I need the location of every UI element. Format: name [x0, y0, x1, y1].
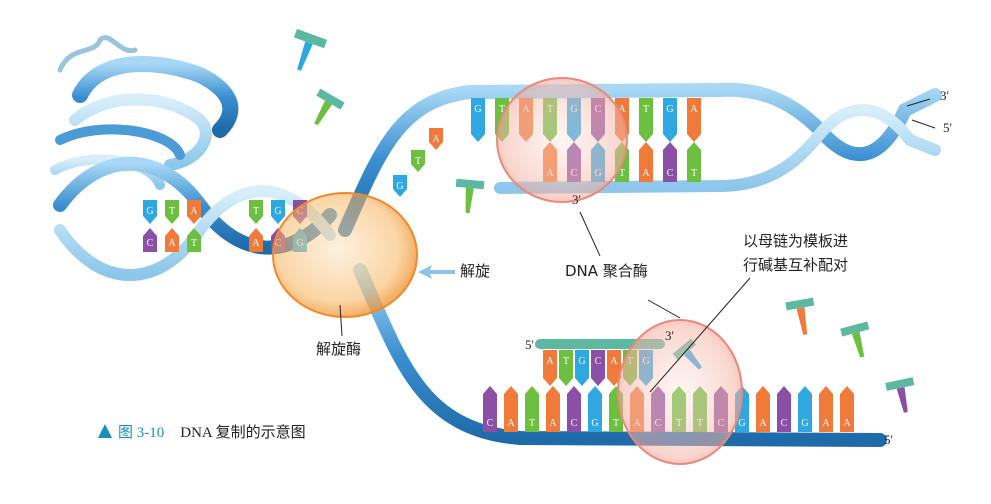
bottom-template-base-letter-6: T — [613, 418, 619, 429]
top-new-base-6 — [687, 142, 701, 182]
polymerase-enzyme-bottom — [617, 319, 743, 465]
bottom-template-base-16 — [819, 386, 833, 432]
top-new-base-letter-5: C — [667, 168, 674, 179]
bottom-new-base-1 — [559, 350, 573, 386]
top-new-base-5 — [663, 142, 677, 182]
bottom-template-base-5 — [588, 386, 602, 432]
helix-top-base-2 — [187, 200, 201, 224]
top-template-base-9 — [687, 98, 701, 142]
helix-top-base-letter-0: G — [146, 206, 153, 217]
bottom-new-base-0 — [543, 350, 557, 386]
bottom-template-base-14 — [777, 386, 791, 432]
top-template-base-letter-7: T — [643, 104, 649, 115]
bottom-template-base-letter-17: A — [843, 418, 851, 429]
helix-bottom-base-letter-2: T — [191, 238, 197, 249]
fork-upper-base-letter-fork-0: G — [396, 181, 403, 192]
fork-upper-base-fork-0 — [393, 175, 407, 197]
helix-bottom-base-2 — [187, 228, 201, 252]
unwind-label: 解旋 — [460, 262, 491, 280]
bottom-template-base-letter-1: A — [507, 418, 515, 429]
top-template-base-0 — [471, 98, 485, 142]
top-template-base-letter-6: A — [618, 104, 626, 115]
bottom-template-base-letter-0: C — [487, 418, 494, 429]
helix-top-base-4 — [271, 200, 285, 224]
bottom-template-base-letter-16: A — [822, 418, 830, 429]
bottom-new-base-letter-3: C — [595, 356, 602, 367]
figure-number: 图 3-10 — [118, 425, 165, 441]
top-template-base-letter-0: G — [474, 104, 481, 115]
strand-end-top-3: 3' — [940, 88, 949, 103]
caption-triangle-icon — [98, 424, 112, 438]
strand-end-top-5: 5' — [943, 120, 952, 135]
helix-bottom-base-letter-1: A — [168, 238, 176, 249]
fork-upper-base-fork-2 — [429, 128, 443, 150]
bottom-template-base-3 — [546, 386, 560, 432]
top-new-base-letter-3: T — [619, 168, 625, 179]
top-new-base-letter-4: A — [642, 168, 650, 179]
helix-top-base-letter-4: G — [274, 206, 281, 217]
polymerase-label: DNA 聚合酶 — [565, 262, 648, 280]
helix-bottom-base-1 — [165, 228, 179, 252]
bottom-template-base-letter-3: A — [549, 418, 557, 429]
bottom-template-base-letter-14: C — [781, 418, 788, 429]
bottom-template-base-letter-12: G — [738, 418, 745, 429]
unwind-arrow — [418, 265, 455, 279]
helix-bottom-base-letter-3: A — [252, 238, 260, 249]
helicase-enzyme — [272, 192, 418, 318]
helix-bottom-base-letter-0: C — [147, 238, 154, 249]
bottom-template-base-2 — [525, 386, 539, 432]
strand-end-bottom-right-5: 5' — [884, 432, 893, 447]
bottom-new-base-letter-4: A — [610, 356, 618, 367]
bottom-new-base-2 — [575, 350, 589, 386]
bottom-template-base-0 — [483, 386, 497, 432]
bottom-new-base-letter-1: T — [563, 356, 569, 367]
upper-template-strand — [338, 82, 942, 237]
pointer-lines — [339, 98, 936, 393]
fork-upper-base-fork-1 — [411, 150, 425, 172]
bottom-new-base-letter-2: G — [578, 356, 585, 367]
top-new-base-4 — [639, 142, 653, 182]
bottom-template-base-letter-4: C — [571, 418, 578, 429]
helix-top-base-0 — [143, 200, 157, 224]
helix-top-base-1 — [165, 200, 179, 224]
bottom-template-base-letter-2: T — [529, 418, 535, 429]
bottom-template-base-17 — [840, 386, 854, 432]
helix-top-base-3 — [249, 200, 263, 224]
helicase-label: 解旋酶 — [316, 340, 362, 358]
fork-upper-base-letter-fork-2: A — [432, 134, 440, 145]
polymerase-enzyme-top — [496, 77, 628, 203]
top-template-base-7 — [639, 98, 653, 142]
bottom-template-base-letter-5: G — [591, 418, 598, 429]
top-template-base-letter-9: A — [690, 104, 698, 115]
helix-bottom-base-0 — [143, 228, 157, 252]
helix-bottom-base-3 — [249, 228, 263, 252]
bottom-template-base-13 — [756, 386, 770, 432]
top-template-base-letter-8: G — [666, 104, 673, 115]
bottom-template-base-1 — [504, 386, 518, 432]
top-template-base-letter-1: T — [499, 104, 505, 115]
fork-upper-base-letter-fork-1: T — [415, 156, 421, 167]
template-pairing-label-line1: 以母链为模板进 — [743, 232, 849, 250]
template-pairing-label-line2: 行碱基互补配对 — [743, 256, 849, 274]
bottom-template-base-letter-15: G — [801, 418, 808, 429]
bottom-template-base-15 — [798, 386, 812, 432]
bottom-new-base-letter-0: A — [546, 356, 554, 367]
strand-end-top-poly-3: 3' — [572, 192, 581, 207]
helix-top-base-letter-1: T — [169, 206, 175, 217]
helix-top-base-letter-3: T — [253, 206, 259, 217]
bottom-new-base-3 — [591, 350, 605, 386]
strand-end-bottom-left-5: 5' — [525, 337, 534, 352]
helix-top-base-letter-2: A — [190, 206, 198, 217]
bottom-template-base-4 — [567, 386, 581, 432]
figure-title: DNA 复制的示意图 — [180, 425, 306, 441]
top-new-base-letter-6: T — [691, 168, 697, 179]
top-template-base-8 — [663, 98, 677, 142]
bottom-new-base-4 — [607, 350, 621, 386]
figure-caption: 图 3-10 DNA 复制的示意图 — [98, 421, 306, 442]
strand-end-bottom-poly-3: 3' — [665, 328, 674, 343]
bottom-template-base-letter-13: A — [759, 418, 767, 429]
